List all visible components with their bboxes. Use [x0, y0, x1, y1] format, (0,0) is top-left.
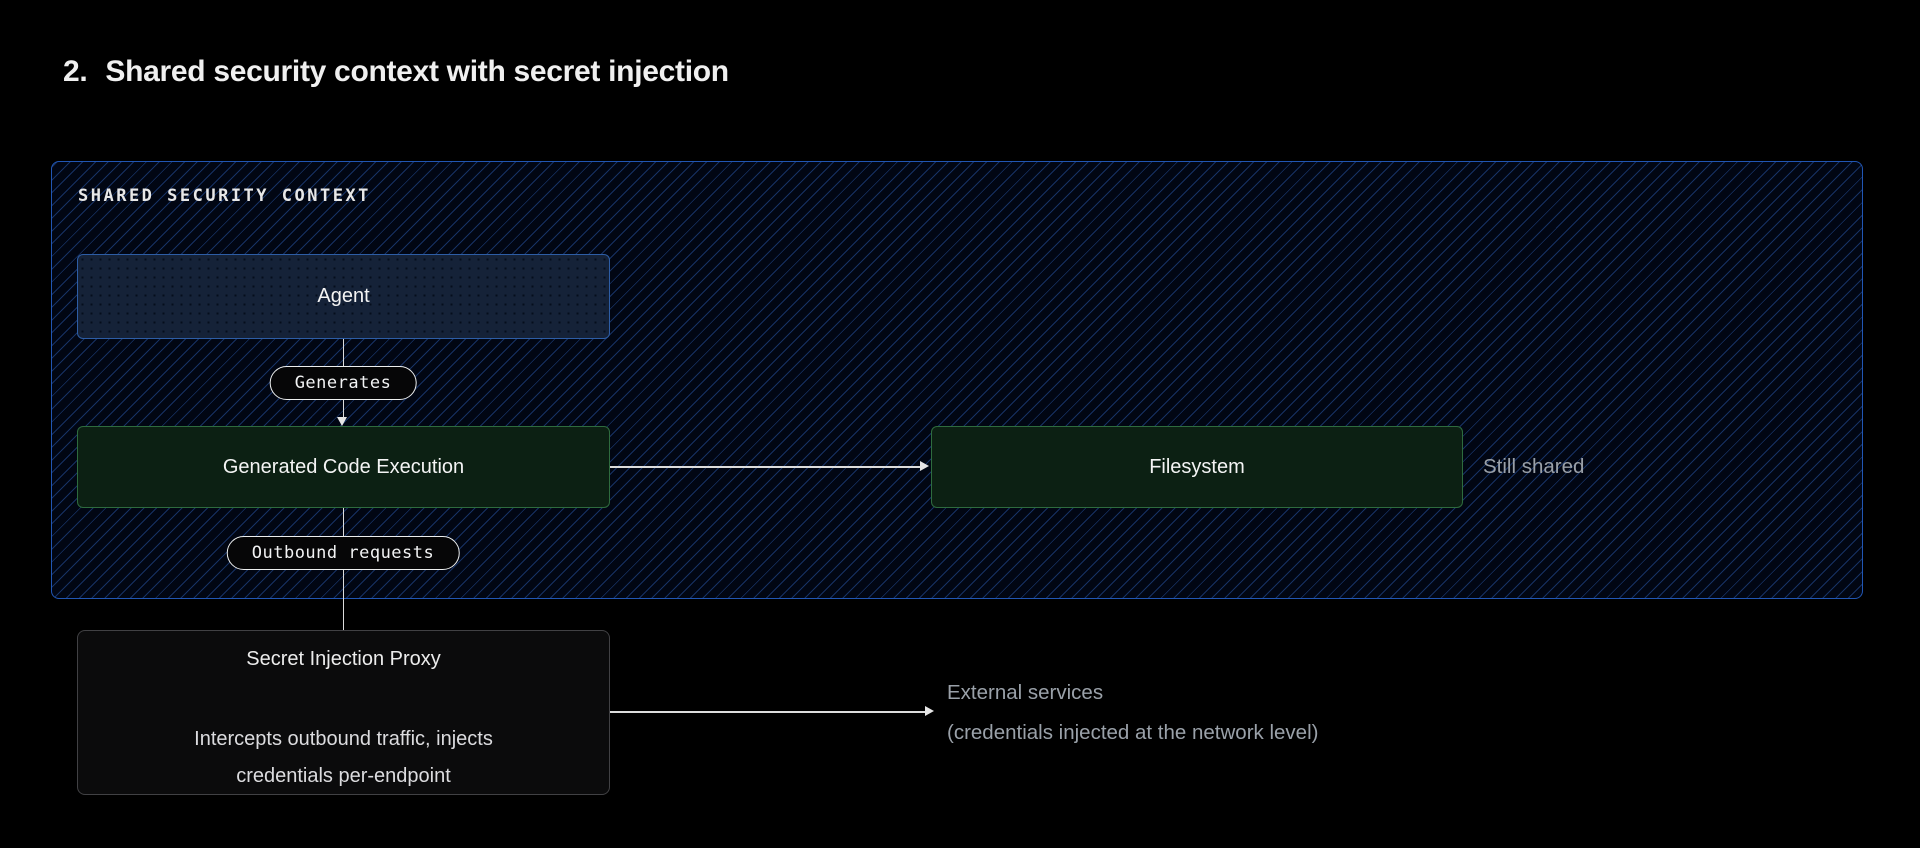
edge-label-outbound-requests: Outbound requests	[226, 536, 460, 570]
node-agent-label: Agent	[317, 285, 370, 307]
page-title: 2. Shared security context with secret i…	[63, 55, 729, 89]
node-generated-code-execution-label: Generated Code Execution	[222, 455, 465, 478]
edge-label-generates: Generates	[269, 366, 417, 400]
proxy-description-line1: Intercepts outbound traffic, injects	[194, 728, 493, 750]
still-shared-annotation: Still shared	[1483, 455, 1585, 478]
node-secret-injection-proxy-title: Secret Injection Proxy	[246, 648, 441, 670]
node-filesystem-label: Filesystem	[1149, 455, 1245, 478]
node-generated-code-execution: Generated Code Execution	[77, 426, 610, 508]
node-secret-injection-proxy: Secret Injection Proxy Intercepts outbou…	[77, 630, 610, 795]
page-title-text: Shared security context with secret inje…	[105, 55, 729, 88]
external-services-annotation: External services (credentials injected …	[947, 673, 1318, 753]
arrowhead-right-icon	[920, 461, 929, 472]
connector-proxy-to-external	[610, 711, 925, 713]
edge-label-generates-text: Generates	[294, 373, 392, 393]
edge-label-outbound-requests-text: Outbound requests	[251, 543, 435, 563]
node-secret-injection-proxy-description: Intercepts outbound traffic, injects cre…	[78, 721, 609, 795]
node-filesystem: Filesystem	[931, 426, 1463, 508]
external-services-line1: External services	[947, 681, 1104, 704]
shared-security-context-label: SHARED SECURITY CONTEXT	[78, 186, 371, 206]
node-agent: Agent	[77, 254, 610, 339]
external-services-line2: (credentials injected at the network lev…	[947, 721, 1319, 744]
arrowhead-down-icon	[337, 417, 347, 426]
page-title-number: 2.	[63, 55, 88, 88]
proxy-description-line2: credentials per-endpoint	[236, 765, 451, 787]
arrowhead-right-icon	[925, 706, 934, 717]
shared-security-context-box	[51, 161, 1863, 599]
connector-execution-to-filesystem	[610, 466, 920, 468]
